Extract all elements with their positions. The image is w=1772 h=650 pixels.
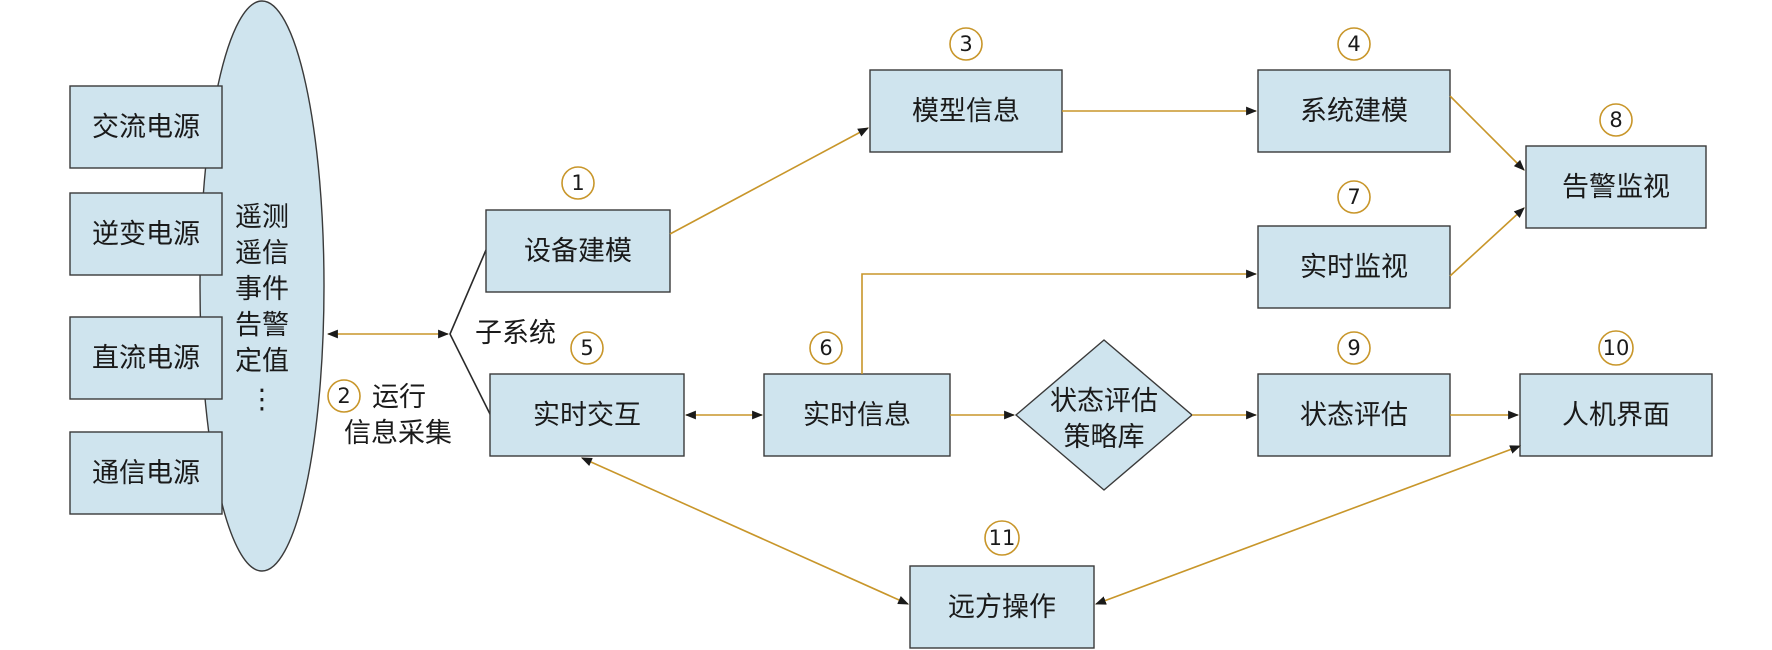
remote-op-box: 远方操作 11 (909, 520, 1095, 649)
alarm-monitor-box: 告警监视 8 (1525, 103, 1707, 229)
number-badge: 1 (571, 171, 584, 195)
source-label: 直流电源 (92, 343, 200, 374)
source-box-inverter: 逆变电源 (69, 192, 223, 276)
number-badge: 6 (819, 336, 832, 360)
source-label: 通信电源 (92, 458, 200, 489)
number-badge: 2 (337, 384, 350, 408)
strategy-line1: 状态评估 (1050, 386, 1158, 417)
realtime-monitor-box: 实时监视 7 (1257, 180, 1451, 309)
arrow-monitor-to-alarm (1449, 207, 1525, 277)
signal-setting: 定值 (235, 346, 289, 377)
signal-telesignal: 遥信 (235, 238, 289, 269)
source-label: 交流电源 (92, 112, 200, 143)
strategy-line2: 策略库 (1064, 422, 1145, 453)
device-modeling-box: 设备建模 1 (485, 166, 671, 293)
system-modeling-box: 系统建模 4 (1257, 27, 1451, 153)
box-label: 系统建模 (1300, 96, 1408, 127)
realtime-interaction-box: 实时交互 5 (489, 331, 685, 457)
box-label: 设备建模 (524, 236, 632, 267)
signal-ellipsis: ⋮ (249, 384, 276, 415)
realtime-info-box: 实时信息 6 (763, 331, 951, 457)
source-box-comm: 通信电源 (69, 431, 223, 515)
arrow-device-to-model (669, 127, 869, 235)
subsystem-bracket (449, 249, 493, 419)
box-label: 实时交互 (533, 400, 641, 431)
signal-ellipse (199, 0, 325, 572)
arrow-interaction-remote (580, 457, 910, 605)
box-label: 实时信息 (803, 400, 911, 431)
box-label: 实时监视 (1300, 252, 1408, 283)
collect-label: 2 运行 信息采集 (327, 379, 452, 449)
arrow-remote-hmi (1094, 445, 1522, 605)
collect-line2: 信息采集 (344, 418, 452, 449)
state-eval-box: 状态评估 9 (1257, 331, 1451, 457)
number-badge: 10 (1603, 336, 1630, 360)
number-badge: 3 (959, 32, 972, 56)
arrow-system-to-alarm (1449, 95, 1525, 171)
signal-list: 遥测 遥信 事件 告警 定值 ⋮ (235, 202, 289, 415)
box-label: 人机界面 (1562, 400, 1670, 431)
source-label: 逆变电源 (92, 219, 200, 250)
box-label: 模型信息 (912, 96, 1020, 127)
source-box-ac: 交流电源 (69, 85, 223, 169)
arrow-info-to-monitor (861, 269, 1258, 374)
box-label: 状态评估 (1300, 400, 1408, 431)
box-label: 告警监视 (1562, 172, 1670, 203)
model-info-box: 模型信息 3 (869, 27, 1063, 153)
hmi-box: 人机界面 10 (1519, 330, 1713, 457)
strategy-diamond: 状态评估 策略库 (1014, 339, 1194, 491)
signal-alarm: 告警 (235, 310, 289, 341)
signal-telemetry: 遥测 (235, 202, 289, 233)
box-label: 远方操作 (948, 592, 1056, 623)
subsystem-label: 子系统 (475, 318, 556, 349)
number-badge: 5 (580, 336, 593, 360)
source-box-dc: 直流电源 (69, 316, 223, 400)
number-badge: 11 (989, 526, 1016, 550)
signal-event: 事件 (235, 274, 289, 305)
number-badge: 4 (1347, 32, 1360, 56)
collect-line1: 运行 (372, 382, 426, 413)
number-badge: 8 (1609, 108, 1622, 132)
number-badge: 9 (1347, 336, 1360, 360)
number-badge: 7 (1347, 185, 1360, 209)
